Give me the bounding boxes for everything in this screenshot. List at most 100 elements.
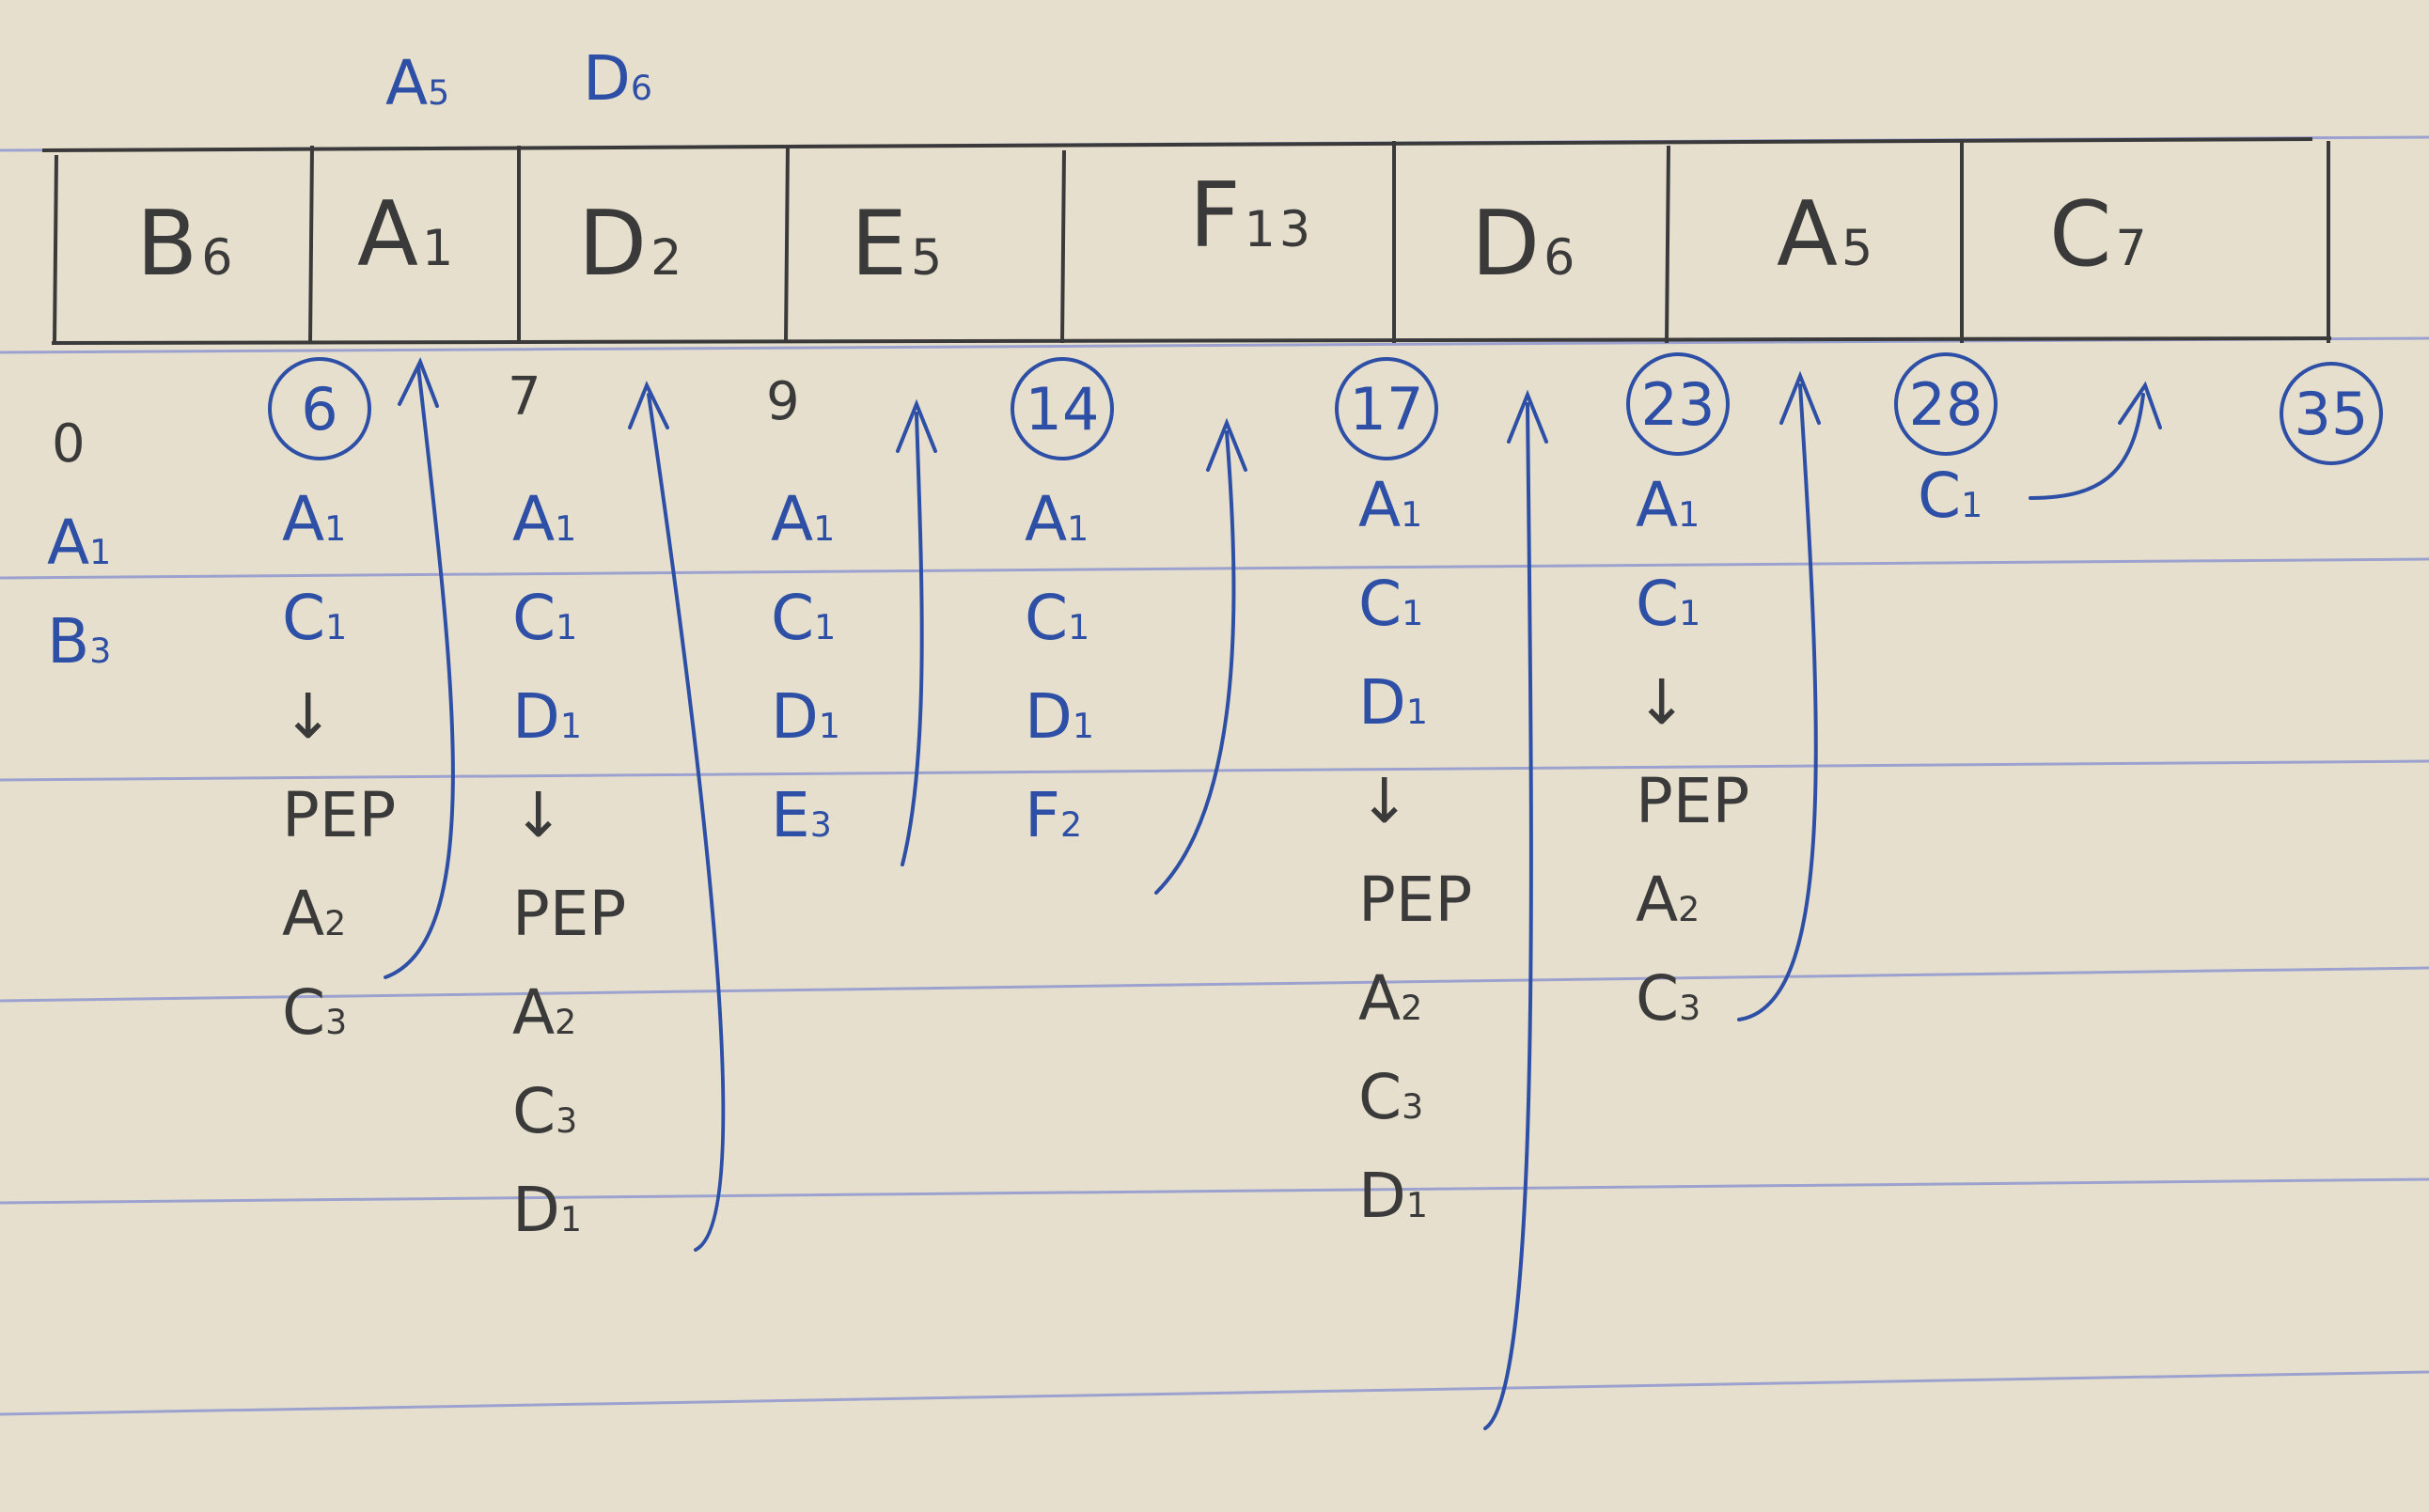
entry-sub: 2 xyxy=(1678,889,1700,929)
column-entry: ↓ xyxy=(1636,672,1749,771)
column-entry: A1 xyxy=(1358,475,1472,573)
entry-letter: A xyxy=(1636,469,1679,541)
column-entry: ↓ xyxy=(1358,771,1472,869)
above-label-letter: D xyxy=(583,42,631,115)
entry-sub: 1 xyxy=(559,706,582,746)
cell-f13: F13 xyxy=(1189,164,1314,268)
time-9: 9 xyxy=(766,371,800,432)
entry-sub: 1 xyxy=(1678,494,1700,535)
cell-a1: A1 xyxy=(357,183,457,287)
column-entry: C1 xyxy=(1358,573,1472,672)
cell-letter: A xyxy=(357,183,422,287)
entry-sub: 1 xyxy=(1679,593,1701,633)
column-entry: A1 xyxy=(47,512,111,611)
arrow-d1-to-d2 xyxy=(647,393,726,1252)
column-entry: D1 xyxy=(1358,672,1472,771)
time-0: 0 xyxy=(52,413,86,475)
entry-sub: 3 xyxy=(809,804,832,845)
cell-sub: 2 xyxy=(650,230,686,287)
column-entry: D1 xyxy=(512,1179,626,1278)
entry-sub: 3 xyxy=(89,631,112,671)
entry-letter: A xyxy=(1358,469,1402,541)
entry-letter: C xyxy=(1918,460,1962,532)
entry-sub: 1 xyxy=(818,706,840,746)
arrow-a2-to-a1 xyxy=(384,365,455,979)
entry-sub: 2 xyxy=(324,903,347,943)
column-entry: A2 xyxy=(1636,869,1749,968)
cell-letter: F xyxy=(1189,164,1245,268)
column-entry: E3 xyxy=(771,785,840,883)
column-entry: C3 xyxy=(1358,1067,1472,1165)
column-entry: PEP xyxy=(512,883,626,982)
entry-letter: C xyxy=(1636,962,1680,1035)
column-entry: C1 xyxy=(1636,573,1749,672)
entry-sub: 2 xyxy=(555,1002,577,1042)
cell-sub: 7 xyxy=(2115,221,2151,277)
entry-letter: A xyxy=(282,483,325,555)
entry-letter: A xyxy=(47,507,90,579)
entry-letter: A xyxy=(771,483,814,555)
cell-letter: A xyxy=(1777,183,1841,287)
column-entry: C1 xyxy=(771,587,840,686)
entry-letter: D xyxy=(1358,666,1406,739)
column-entry: A1 xyxy=(771,489,840,587)
time-28: 28 xyxy=(1894,352,1998,456)
entry-sub: 3 xyxy=(1679,988,1701,1028)
column-entry: A2 xyxy=(512,982,626,1081)
entry-letter: PEP xyxy=(1636,765,1750,837)
entry-letter: C xyxy=(1358,1061,1403,1133)
entry-letter: C xyxy=(512,1075,556,1147)
above-label-letter: A xyxy=(385,47,429,119)
arrow-e3-to-e5 xyxy=(901,412,924,866)
entry-letter: A xyxy=(282,878,325,950)
entry-sub: 1 xyxy=(89,532,112,572)
column-entry: D1 xyxy=(771,686,840,785)
time-14: 14 xyxy=(1011,357,1114,460)
entry-letter: E xyxy=(771,779,810,851)
column-entry: C1 xyxy=(1025,587,1094,686)
entry-sub: 3 xyxy=(1402,1086,1424,1127)
column-entry: C3 xyxy=(512,1081,626,1179)
entry-letter: C xyxy=(282,976,326,1049)
arrow-d1-to-d6 xyxy=(1483,402,1533,1430)
entry-sub: 1 xyxy=(1961,485,1983,525)
entry-letter: ↓ xyxy=(1636,666,1688,739)
column-entry: ↓ xyxy=(282,686,396,785)
cell-c7: C7 xyxy=(2049,183,2151,287)
column-entry: A1 xyxy=(282,489,396,587)
cell-sub: 6 xyxy=(1544,230,1579,287)
cell-letter: D xyxy=(578,193,651,296)
cell-b6: B6 xyxy=(136,193,236,296)
time-7: 7 xyxy=(508,366,541,428)
column-entry: PEP xyxy=(1358,869,1472,968)
entry-sub: 1 xyxy=(1072,706,1094,746)
cell-sub: 13 xyxy=(1244,202,1315,258)
column-entry: D1 xyxy=(1025,686,1094,785)
entry-sub: 1 xyxy=(324,508,347,549)
entry-sub: 3 xyxy=(556,1100,578,1141)
above-label-sub: 5 xyxy=(428,72,450,113)
entry-sub: 2 xyxy=(1059,804,1083,845)
entry-letter: ↓ xyxy=(282,680,335,753)
entry-sub: 1 xyxy=(814,607,837,647)
entry-sub: 1 xyxy=(1067,508,1089,549)
column-entry: A1 xyxy=(1025,489,1094,587)
entry-letter: D xyxy=(512,1174,560,1246)
entry-letter: PEP xyxy=(1358,864,1473,936)
column-entry: C3 xyxy=(282,982,396,1081)
cell-d6: D6 xyxy=(1471,193,1578,296)
column-entry: PEP xyxy=(282,785,396,883)
time-35: 35 xyxy=(2280,362,2383,465)
timeline-bar xyxy=(41,137,2332,345)
entry-letter: D xyxy=(512,680,560,753)
entry-letter: C xyxy=(1025,582,1069,654)
time-23: 23 xyxy=(1626,352,1730,456)
entry-sub: 1 xyxy=(555,508,577,549)
entry-sub: 2 xyxy=(1401,988,1423,1028)
entry-letter: PEP xyxy=(282,779,397,851)
above-label-sub: 6 xyxy=(630,68,652,108)
entry-letter: D xyxy=(1025,680,1073,753)
